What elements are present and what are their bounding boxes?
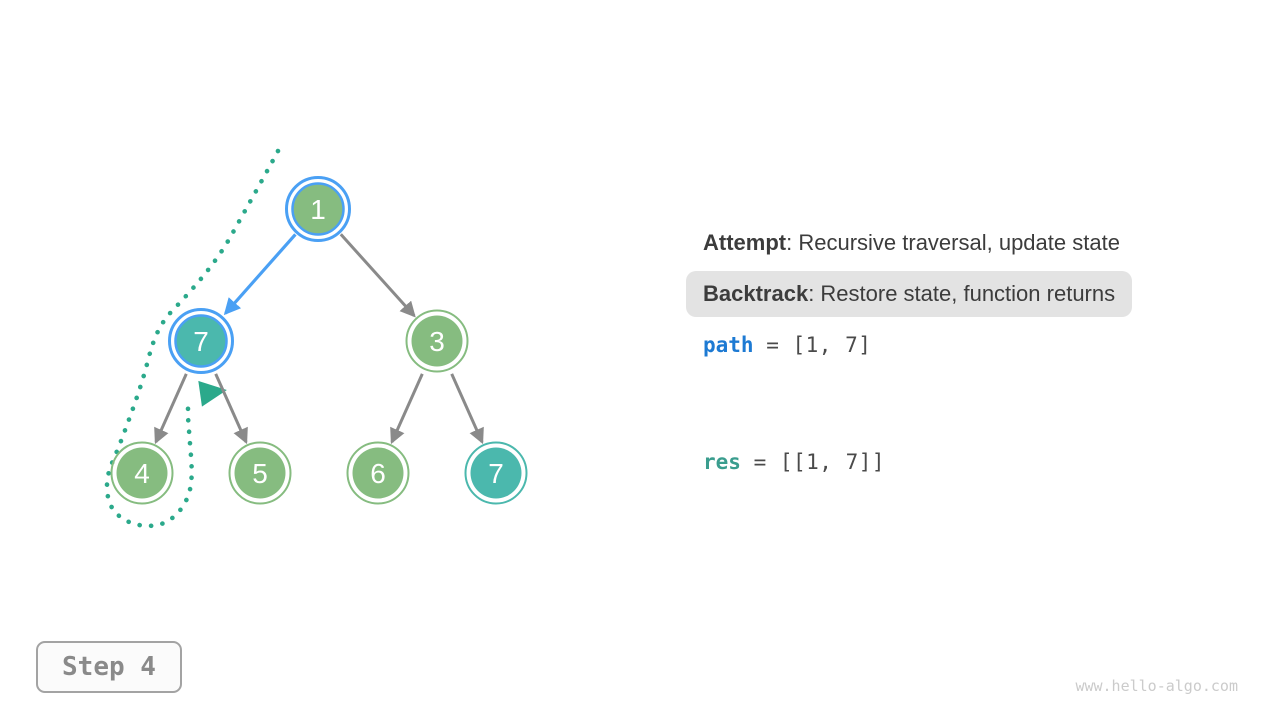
res-state-line: res = [[1, 7]]: [703, 450, 885, 474]
backtrack-arrowhead-icon: [198, 380, 227, 407]
res-variable-name: res: [703, 450, 741, 474]
backtrack-caption-chip: Backtrack: Restore state, function retur…: [686, 271, 1133, 317]
backtrack-label: Backtrack: [703, 281, 809, 306]
path-state-line: path = [1, 7]: [703, 333, 871, 357]
node-value: 3: [429, 326, 445, 357]
path-variable-name: path: [703, 333, 754, 357]
attempt-text: : Recursive traversal, update state: [786, 230, 1120, 255]
attempt-label: Attempt: [703, 230, 787, 255]
backtrack-dotted-path: [104, 148, 281, 529]
tree-node-5: 5: [228, 441, 292, 505]
step-badge: Step 4: [36, 641, 182, 693]
edge-3-6: [390, 373, 424, 445]
edge-3-7: [450, 373, 484, 445]
node-value: 5: [252, 458, 268, 489]
node-value: 7: [193, 326, 209, 357]
node-value: 7: [488, 458, 504, 489]
edge-7-5: [214, 373, 248, 445]
tree-node-3: 3: [405, 309, 469, 373]
node-value: 6: [370, 458, 386, 489]
res-variable-value: = [[1, 7]]: [753, 450, 886, 474]
backtrack-text: : Restore state, function returns: [808, 281, 1116, 306]
node-value: 4: [134, 458, 150, 489]
attempt-caption: Attempt: Recursive traversal, update sta…: [703, 230, 1120, 256]
tree-node-1: 1: [285, 176, 351, 242]
step-label: Step 4: [62, 652, 156, 682]
tree-diagram: 1 7 3 4 5 6: [104, 148, 528, 529]
tree-node-7-left: 7: [168, 308, 234, 374]
tree-node-6: 6: [346, 441, 410, 505]
path-variable-value: = [1, 7]: [766, 333, 872, 357]
node-value: 1: [310, 194, 326, 225]
tree-node-4: 4: [110, 441, 174, 505]
edge-1-7-active: [223, 233, 297, 316]
tree-node-7-right: 7: [464, 441, 528, 505]
edge-1-3: [339, 233, 416, 318]
watermark-url: www.hello-algo.com: [1075, 677, 1238, 695]
edge-7-4: [154, 373, 188, 445]
